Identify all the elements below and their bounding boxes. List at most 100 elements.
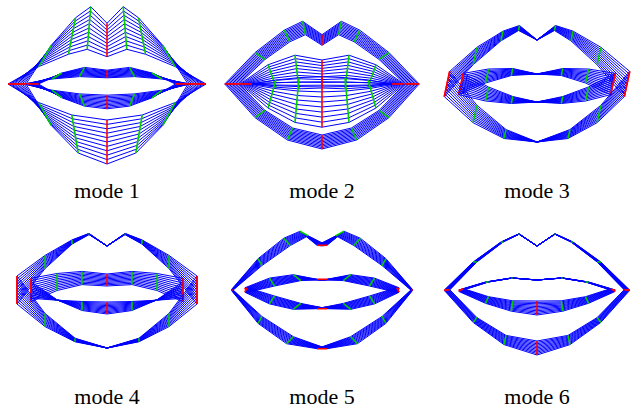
point-trajectory (88, 233, 90, 234)
lip-contour (225, 84, 419, 149)
lip-contour (246, 290, 398, 309)
lip-contour (450, 234, 625, 290)
point-trajectory (351, 337, 358, 344)
mode-label: mode 3 (447, 178, 627, 204)
lip-contour (17, 296, 197, 348)
point-trajectory (139, 18, 146, 54)
point-trajectory (138, 338, 140, 342)
lip-contour (449, 234, 625, 290)
lip-contour (24, 11, 190, 84)
point-trajectory (106, 70, 108, 78)
point-trajectory (412, 289, 413, 290)
lip-contour (232, 290, 412, 348)
lip-contour (17, 279, 197, 348)
point-trajectory (504, 335, 506, 344)
lip-contour (462, 71, 612, 89)
lip-contour (448, 28, 627, 87)
point-trajectory (444, 289, 449, 291)
point-trajectory (382, 259, 386, 266)
point-trajectory (156, 274, 158, 291)
point-trajectory (39, 45, 51, 66)
lip-contour (31, 282, 183, 314)
lip-contour (8, 84, 206, 120)
point-trajectory (287, 337, 294, 344)
lip-contour (233, 289, 413, 348)
lip-contour (239, 35, 405, 84)
lip-contour (17, 298, 197, 348)
point-trajectory (370, 278, 375, 286)
point-trajectory (293, 303, 301, 309)
lip-contour (245, 275, 397, 292)
point-trajectory (486, 69, 489, 83)
point-trajectory (586, 87, 589, 101)
point-trajectory (196, 276, 198, 304)
point-trajectory (56, 299, 58, 301)
point-trajectory (270, 278, 275, 286)
point-trajectory (317, 348, 327, 350)
lip-contour (245, 288, 397, 309)
point-trajectory (287, 128, 292, 140)
point-trajectory (295, 78, 299, 123)
point-trajectory (336, 231, 344, 236)
lip-contour (246, 290, 398, 309)
point-trajectory (141, 240, 143, 244)
lip-contour (238, 33, 406, 84)
lip-contour (449, 290, 625, 343)
point-trajectory (232, 289, 233, 290)
point-trajectory (156, 299, 158, 301)
lip-contour (448, 290, 626, 345)
lip-contour (459, 291, 616, 315)
point-trajectory (586, 69, 589, 83)
point-trajectory (444, 71, 449, 96)
lip-contour (245, 275, 397, 293)
point-trajectory (124, 233, 126, 234)
point-trajectory (317, 308, 327, 310)
mode-label: mode 2 (232, 178, 412, 204)
point-trajectory (240, 83, 252, 85)
point-trajectory (72, 115, 78, 153)
lip-contour (449, 290, 626, 344)
point-trajectory (397, 288, 399, 293)
point-trajectory (69, 18, 76, 54)
point-trajectory (74, 338, 76, 342)
point-trajectory (255, 53, 265, 60)
lip-contour (232, 234, 412, 291)
point-trajectory (412, 290, 413, 291)
lip-contour (232, 290, 412, 348)
point-trajectory (597, 318, 601, 323)
lip-contour (447, 234, 628, 290)
point-trajectory (81, 302, 83, 311)
lip-contour (247, 289, 399, 308)
point-trajectory (379, 110, 389, 117)
lip-contour (232, 290, 412, 348)
lip-contour (450, 71, 625, 142)
point-trajectory (343, 275, 351, 281)
point-trajectory (106, 120, 108, 164)
lip-contour (17, 301, 197, 348)
lip-contour (447, 28, 628, 87)
point-trajectory (188, 83, 206, 85)
point-trajectory (379, 53, 389, 60)
lip-contour (17, 284, 197, 348)
point-trajectory (561, 97, 563, 104)
lip-contour (460, 278, 615, 290)
lip-contour (246, 289, 398, 308)
point-trajectory (16, 276, 18, 304)
lip-contour (445, 74, 629, 142)
point-trajectory (255, 110, 265, 117)
point-trajectory (561, 277, 563, 279)
lip-contour (17, 234, 197, 298)
lip-contour (17, 304, 197, 348)
lip-contour (36, 69, 179, 84)
lip-contour (239, 84, 405, 135)
lip-contour (447, 84, 627, 142)
lip-contour (463, 73, 610, 103)
point-trajectory (504, 130, 506, 139)
point-trajectory (354, 30, 360, 42)
lip-contour (449, 76, 626, 142)
point-trajectory (486, 297, 489, 304)
point-trajectory (392, 83, 404, 85)
point-trajectory (511, 97, 513, 104)
point-trajectory (568, 130, 570, 139)
